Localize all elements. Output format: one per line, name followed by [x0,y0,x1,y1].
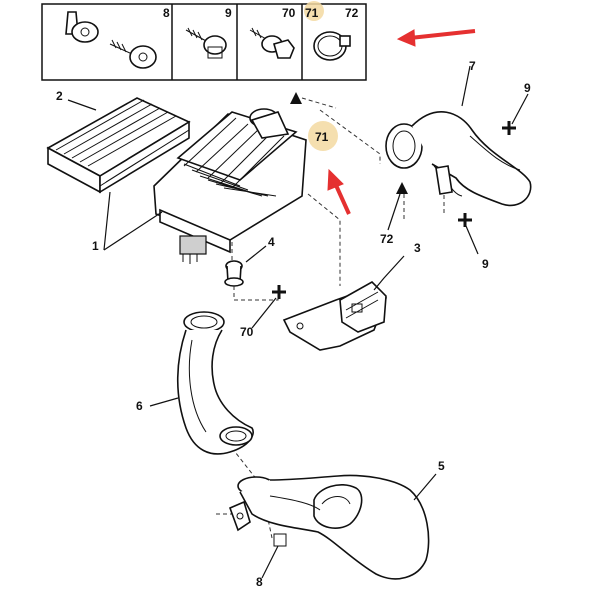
fastener-location-marker [273,533,287,547]
callout-2: 2 [56,89,63,103]
callout-8: 8 [256,575,263,589]
cross-marker-icon [458,213,472,227]
callout-9-top: 9 [524,81,531,95]
hose-clamp-71-icon [313,31,351,61]
callout-70: 70 [240,325,254,339]
legend-label-72: 72 [345,6,359,20]
push-clip-fastener-icon [65,11,99,43]
callout-9-bottom: 9 [482,257,489,271]
screw-8-icon [109,39,157,69]
air-filter-housing [153,108,307,264]
duct-5 [228,474,430,580]
cross-marker-icon [502,121,516,135]
callout-4: 4 [268,235,275,249]
callout-3: 3 [414,241,421,255]
cross-marker-icon [272,285,286,299]
intake-pipe-7 [385,111,532,207]
legend-label-8: 8 [163,6,170,20]
callout-71: 71 [315,130,329,144]
bolt-70-icon [249,27,295,59]
legend-label-71: 71 [305,6,319,20]
bracket-3 [282,281,387,351]
hose-6 [176,311,254,455]
triangle-marker-icon [396,182,408,194]
parts-legend: 8 9 70 71 72 [41,1,367,81]
arrow-icon [327,168,351,215]
callout-5: 5 [438,459,445,473]
air-filter-element [46,97,191,194]
screw-9-icon [185,27,227,59]
callout-1: 1 [92,239,99,253]
grommet-4 [224,260,244,287]
callout-7: 7 [469,59,476,73]
highlight-71-header [304,1,324,21]
arrow-icon [396,29,476,47]
leader-lines [67,65,529,579]
triangle-marker-icon [290,92,302,104]
legend-label-9: 9 [225,6,232,20]
highlight-71-callout [308,121,338,151]
legend-label-70: 70 [282,6,296,20]
callout-6: 6 [136,399,143,413]
callout-72: 72 [380,232,394,246]
